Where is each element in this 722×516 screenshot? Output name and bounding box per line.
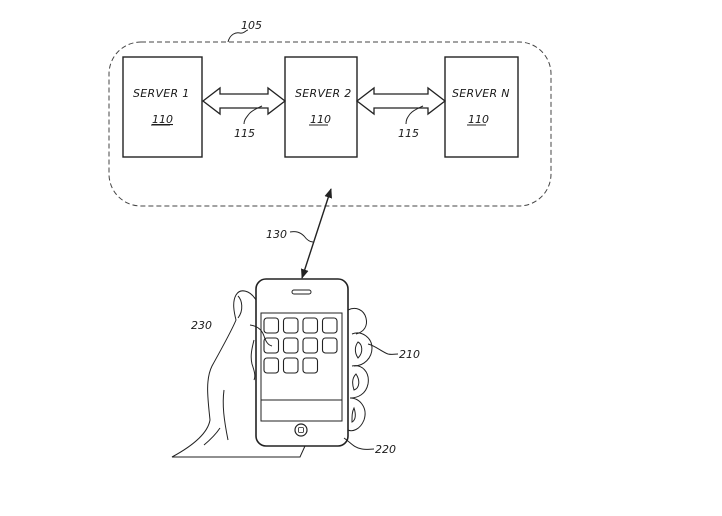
server-2-box: SERVER 2 110: [284, 56, 358, 158]
app-icon: [321, 337, 338, 354]
ref-210-leader: [367, 343, 399, 355]
app-icon: [282, 337, 299, 354]
server-link-1-ref: 115: [234, 127, 255, 140]
ref-115-leader-1: [243, 105, 263, 125]
ref-220-leader: [343, 437, 375, 450]
wireless-link-arrow: [301, 188, 332, 279]
server-1-box: SERVER 1 110: [122, 56, 203, 158]
ref-130-leader: [289, 231, 314, 243]
server-2-ref: 110: [310, 113, 331, 126]
server-1-title: SERVER 1: [133, 87, 190, 100]
app-icon: [302, 337, 319, 354]
server-2-title: SERVER 2: [295, 87, 352, 100]
server-n-ref: 110: [468, 113, 489, 126]
ref-230-leader: [249, 324, 273, 347]
server-network-boundary: [108, 41, 552, 207]
ref-115-leader-2: [405, 105, 424, 125]
server-link-2-ref: 115: [398, 127, 419, 140]
app-icon: [282, 357, 299, 374]
app-icon: [321, 317, 338, 334]
app-icon: [302, 357, 319, 374]
app-icon: [302, 317, 319, 334]
app-icon: [263, 317, 280, 334]
ref-105-label: 105: [241, 19, 262, 32]
device-ref: 220: [375, 443, 396, 456]
app-icon: [282, 317, 299, 334]
home-button: [294, 423, 308, 437]
hand-ref: 210: [399, 348, 420, 361]
home-button-glyph-icon: [298, 427, 304, 433]
server-n-box: SERVER N 110: [444, 56, 519, 158]
speaker-icon: [291, 289, 312, 295]
server-1-ref: 110: [152, 113, 173, 126]
server-n-title: SERVER N: [452, 87, 510, 100]
mobile-device: [255, 278, 349, 447]
ref-105-leader: [227, 29, 249, 43]
hand-drawing: [171, 290, 373, 458]
app-icon: [263, 357, 280, 374]
app-icons-ref: 230: [191, 319, 212, 332]
server-link-arrow-2: [355, 86, 447, 116]
wireless-link-ref: 130: [266, 228, 287, 241]
app-icon-grid: [263, 317, 338, 374]
server-link-arrow-1: [201, 86, 287, 116]
